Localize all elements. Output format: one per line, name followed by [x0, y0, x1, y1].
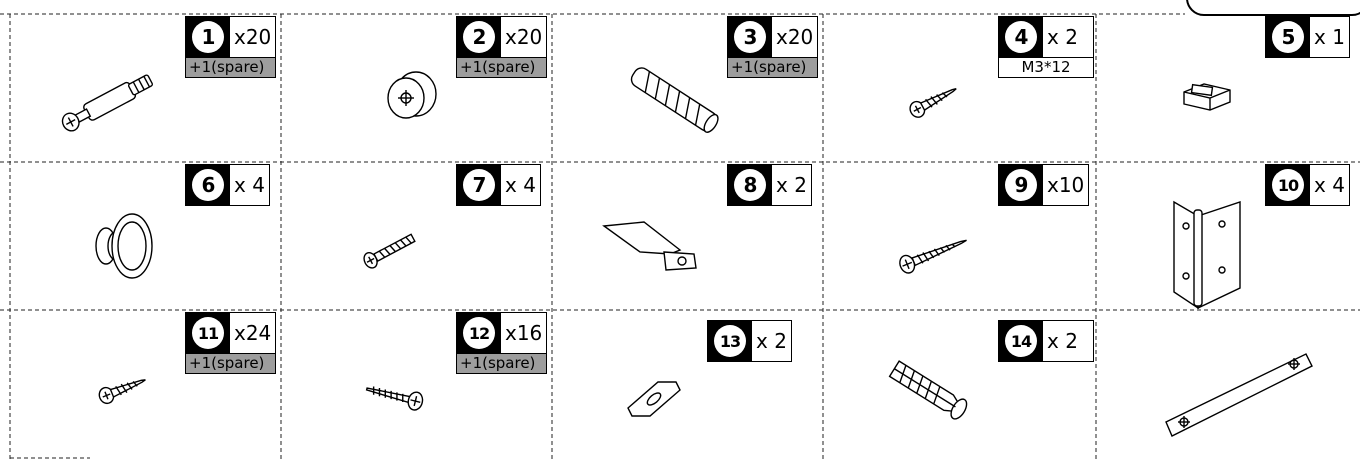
spec-note: M3*12	[998, 58, 1094, 78]
part-quantity: x 4	[501, 165, 540, 205]
part-quantity: x16	[501, 313, 546, 353]
part-quantity: x 2	[1043, 17, 1082, 57]
wall-anchor-icon	[882, 356, 978, 426]
part-number: 14	[1005, 325, 1037, 357]
part-quantity: x 4	[1310, 165, 1349, 205]
spare-note: +1(spare)	[727, 58, 818, 78]
hinge-icon	[1170, 196, 1250, 312]
oval-washer-icon	[618, 374, 688, 424]
part-number: 3	[734, 21, 766, 53]
magnetic-catch-icon	[1178, 78, 1238, 114]
part-number: 9	[1005, 169, 1037, 201]
part-number: 7	[463, 169, 495, 201]
part-number: 6	[192, 169, 224, 201]
spare-note: +1(spare)	[456, 354, 547, 374]
part-number: 4	[1005, 21, 1037, 53]
part-number: 2	[463, 21, 495, 53]
machine-screw-icon	[360, 230, 420, 270]
mounting-plate-icon	[600, 216, 710, 282]
part-number: 8	[734, 169, 766, 201]
short-screw-icon	[95, 370, 155, 406]
part-quantity: x 2	[772, 165, 811, 205]
part-number: 5	[1272, 21, 1304, 53]
part-quantity: x 4	[230, 165, 269, 205]
long-screw-icon	[360, 378, 430, 414]
part-number: 1	[192, 21, 224, 53]
spare-note: +1(spare)	[185, 58, 276, 78]
part-quantity: x24	[230, 313, 275, 353]
small-screw-icon	[905, 80, 965, 120]
part-quantity: x20	[501, 17, 546, 57]
part-quantity: x 2	[1043, 321, 1082, 361]
part-quantity: x20	[772, 17, 817, 57]
part-number: 12	[463, 317, 495, 349]
part-quantity: x 2	[752, 321, 791, 361]
wooden-dowel-icon	[620, 60, 730, 140]
wood-screw-icon	[895, 228, 975, 278]
connector-strip-icon	[1160, 342, 1320, 446]
part-number: 11	[192, 317, 224, 349]
corner-frame	[1186, 0, 1360, 16]
cabinet-knob-icon	[90, 206, 160, 286]
cam-bolt-icon	[55, 60, 165, 140]
part-number: 13	[714, 325, 746, 357]
part-quantity: x 1	[1310, 17, 1349, 57]
cam-lock-icon	[382, 66, 442, 126]
part-number: 10	[1272, 169, 1304, 201]
spare-note: +1(spare)	[456, 58, 547, 78]
part-quantity: x10	[1043, 165, 1088, 205]
part-quantity: x20	[230, 17, 275, 57]
spare-note: +1(spare)	[185, 354, 276, 374]
